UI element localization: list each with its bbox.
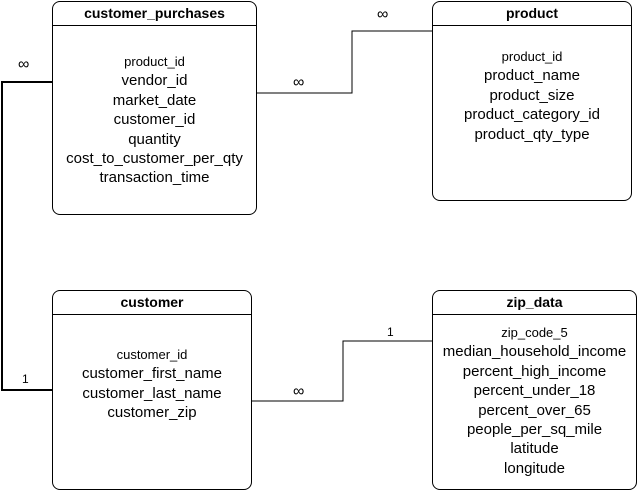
field: vendor_id — [121, 72, 188, 90]
field-primary: customer_id — [116, 347, 188, 362]
field: quantity — [128, 130, 181, 148]
table-customer-purchases[interactable]: customer_purchases product_id vendor_id … — [52, 1, 257, 215]
field-primary: product_id — [124, 54, 185, 69]
table-title: zip_data — [433, 291, 636, 315]
field-list: product_id product_name product_size pro… — [433, 47, 631, 144]
field: percent_high_income — [462, 362, 607, 380]
link-purchases-product — [257, 30, 432, 94]
field: customer_first_name — [81, 365, 223, 383]
cardinality-label: ∞ — [18, 56, 30, 73]
field: product_size — [489, 86, 575, 104]
field-list: zip_code_5 median_household_income perce… — [433, 323, 636, 478]
field: percent_over_65 — [478, 401, 591, 419]
table-zip-data[interactable]: zip_data zip_code_5 median_household_inc… — [432, 290, 637, 490]
field: longitude — [504, 459, 565, 477]
cardinality-label: ∞ — [293, 383, 305, 400]
cardinality-label: ∞ — [293, 74, 305, 91]
table-title: customer — [53, 291, 251, 315]
field-primary: product_id — [501, 49, 563, 64]
table-title: product — [433, 2, 631, 26]
link-customer-zip — [252, 340, 432, 402]
field: product_name — [484, 67, 580, 85]
table-title: customer_purchases — [53, 2, 256, 26]
field: percent_under_18 — [473, 382, 596, 400]
cardinality-label: 1 — [22, 372, 29, 386]
field: customer_id — [113, 111, 196, 129]
field-primary: zip_code_5 — [501, 325, 568, 340]
field-list: product_id vendor_id market_date custome… — [53, 52, 256, 188]
field: product_qty_type — [474, 125, 590, 143]
table-customer[interactable]: customer customer_id customer_first_name… — [52, 290, 252, 490]
table-product[interactable]: product product_id product_name product_… — [432, 1, 632, 201]
cardinality-label: 1 — [387, 325, 394, 339]
field: cost_to_customer_per_qty — [66, 149, 243, 167]
field: market_date — [112, 91, 197, 109]
cardinality-label: ∞ — [377, 6, 389, 23]
field: median_household_income — [442, 343, 627, 361]
field: customer_last_name — [82, 384, 222, 402]
field: customer_zip — [107, 404, 197, 422]
field-list: customer_id customer_first_name customer… — [53, 345, 251, 423]
link-customer-purchases — [1, 81, 52, 391]
field: latitude — [510, 440, 559, 458]
field: product_category_id — [464, 106, 600, 124]
field: people_per_sq_mile — [466, 420, 603, 438]
field: transaction_time — [99, 169, 210, 187]
